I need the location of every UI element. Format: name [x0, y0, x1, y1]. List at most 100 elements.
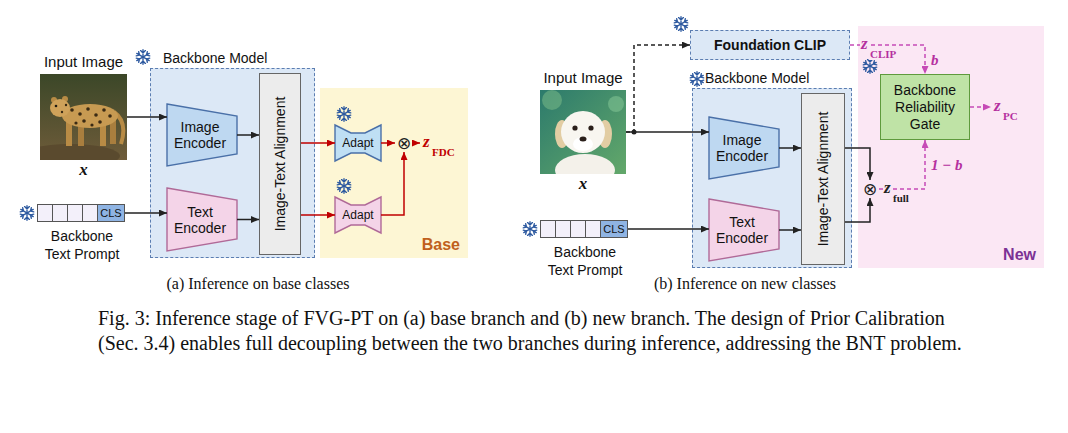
background-blur	[542, 90, 562, 110]
branch-name: New	[1003, 246, 1036, 263]
leopard-head	[50, 99, 70, 117]
frozen-icon	[863, 59, 878, 73]
token-cell	[586, 221, 601, 237]
subfigure-caption: (a) Inference on base classes	[166, 275, 349, 292]
alignment-block: Image-Text Alignment	[259, 73, 301, 255]
connector-arrow	[127, 116, 167, 118]
shape-fill	[335, 125, 381, 161]
text-slot: Input Image	[510, 69, 656, 87]
text-slot: Input Image	[10, 53, 157, 71]
connector-arrow	[301, 214, 335, 216]
backbone-panel: Image EncoderText Encoder Image-Text Alig…	[150, 68, 315, 258]
math-subscript: full	[892, 192, 910, 204]
input-image: Input Imagex	[540, 90, 626, 174]
shape-fill	[335, 197, 381, 233]
math-subscript: PC	[1003, 110, 1018, 122]
connector-arrow	[779, 229, 801, 231]
block-label: Adapt	[342, 208, 373, 222]
puppy-eye	[572, 125, 577, 130]
connector-arrow	[381, 152, 404, 215]
multiply-symbol: ⊗	[395, 134, 413, 152]
multiply-symbol: ⊗	[861, 180, 879, 198]
connector-arrow	[845, 198, 870, 222]
encoder-block: Image Encoder	[709, 117, 779, 179]
connector-arrow	[237, 134, 259, 136]
text-slot: Backbone Text Prompt	[37, 227, 127, 263]
multiply-symbol-text: ⊗	[397, 134, 411, 152]
block-label: Adapt	[342, 136, 373, 150]
text-slot: Backbone Model	[163, 49, 267, 67]
frozen-icon	[337, 179, 352, 193]
block-label: Text Encoder	[170, 204, 230, 236]
adapter: Adapt	[335, 197, 381, 233]
input-image: Input Imagex	[40, 74, 127, 160]
math-symbol: z	[994, 96, 1001, 115]
class-token: CLS	[601, 221, 627, 237]
encoder-block: Text Encoder	[167, 188, 237, 251]
connector-arrow	[779, 147, 801, 149]
text-slot: Backbone Model	[705, 69, 809, 87]
math-symbol: z	[423, 132, 430, 151]
text-slot: z	[423, 132, 430, 152]
connector-arrow	[626, 131, 709, 133]
prompt-label: Backbone Text Prompt	[548, 244, 623, 278]
block-label: Text Encoder	[712, 214, 772, 246]
connector-arrow	[301, 142, 335, 144]
frozen-icon	[20, 206, 35, 220]
text-slot: x	[540, 174, 626, 194]
subfigure-caption: (b) Inference on new classes	[654, 275, 836, 292]
text-slot: (a) Inference on base classes	[166, 274, 349, 294]
edge-label: b	[930, 52, 940, 68]
class-token-text: CLS	[603, 223, 624, 235]
figure-caption: Fig. 3: Inference stage of FVG-PT on (a)…	[98, 306, 970, 356]
text-slot: x	[40, 160, 127, 180]
leopard-body	[62, 104, 118, 128]
ground	[40, 144, 120, 160]
math-subscript: FDC	[432, 146, 455, 158]
frozen-icon	[523, 222, 538, 236]
branch-name: Base	[422, 236, 460, 253]
new-branch-panel: Backbone Reliability Gate ⊗ New	[858, 26, 1044, 268]
token-cell	[83, 205, 98, 221]
connector-arrow	[125, 212, 167, 214]
output-arrow	[413, 142, 420, 144]
encoder-block: Text Encoder	[709, 199, 779, 261]
background-blur	[608, 96, 624, 112]
frozen-icon	[337, 107, 352, 121]
edge-label: 1 − b	[930, 157, 964, 173]
text-slot: FDC	[432, 142, 455, 160]
token-cell	[53, 205, 68, 221]
text-slot: Backbone Text Prompt	[540, 243, 630, 279]
text-prompt: CLSBackbone Text Prompt	[540, 220, 628, 238]
encoder-block: Image Encoder	[167, 104, 237, 166]
block-label: Backbone Reliability Gate	[886, 82, 964, 133]
block-label: Image Encoder	[712, 132, 772, 164]
class-token-text: CLS	[100, 207, 121, 219]
connector-arrow	[626, 45, 690, 132]
adapter: Adapt	[335, 125, 381, 161]
output-arrow	[970, 106, 991, 108]
shape-fill	[709, 117, 779, 179]
alignment-block: Image-Text Alignment	[801, 93, 845, 265]
text-slot: z	[860, 34, 869, 54]
shape-fill	[709, 199, 779, 261]
text-slot: CLIP	[869, 44, 897, 62]
leopard-eye	[55, 105, 58, 108]
block-label: Foundation CLIP	[714, 37, 826, 54]
leopard-spots	[61, 104, 112, 127]
foundation-clip-box: Foundation CLIP	[690, 30, 850, 60]
frozen-icon	[136, 50, 151, 64]
token-cell	[541, 221, 556, 237]
multiply-symbol-text: ⊗	[863, 180, 877, 198]
text-slot: PC	[1003, 106, 1018, 124]
connector-arrow	[381, 142, 395, 144]
text-slot: New	[1003, 246, 1036, 264]
text-slot: full	[892, 188, 910, 206]
frozen-icon	[690, 72, 705, 86]
text-slot: z	[883, 178, 892, 198]
prompt-label: Backbone Text Prompt	[45, 228, 120, 262]
text-prompt: CLSBackbone Text Prompt	[37, 204, 125, 222]
